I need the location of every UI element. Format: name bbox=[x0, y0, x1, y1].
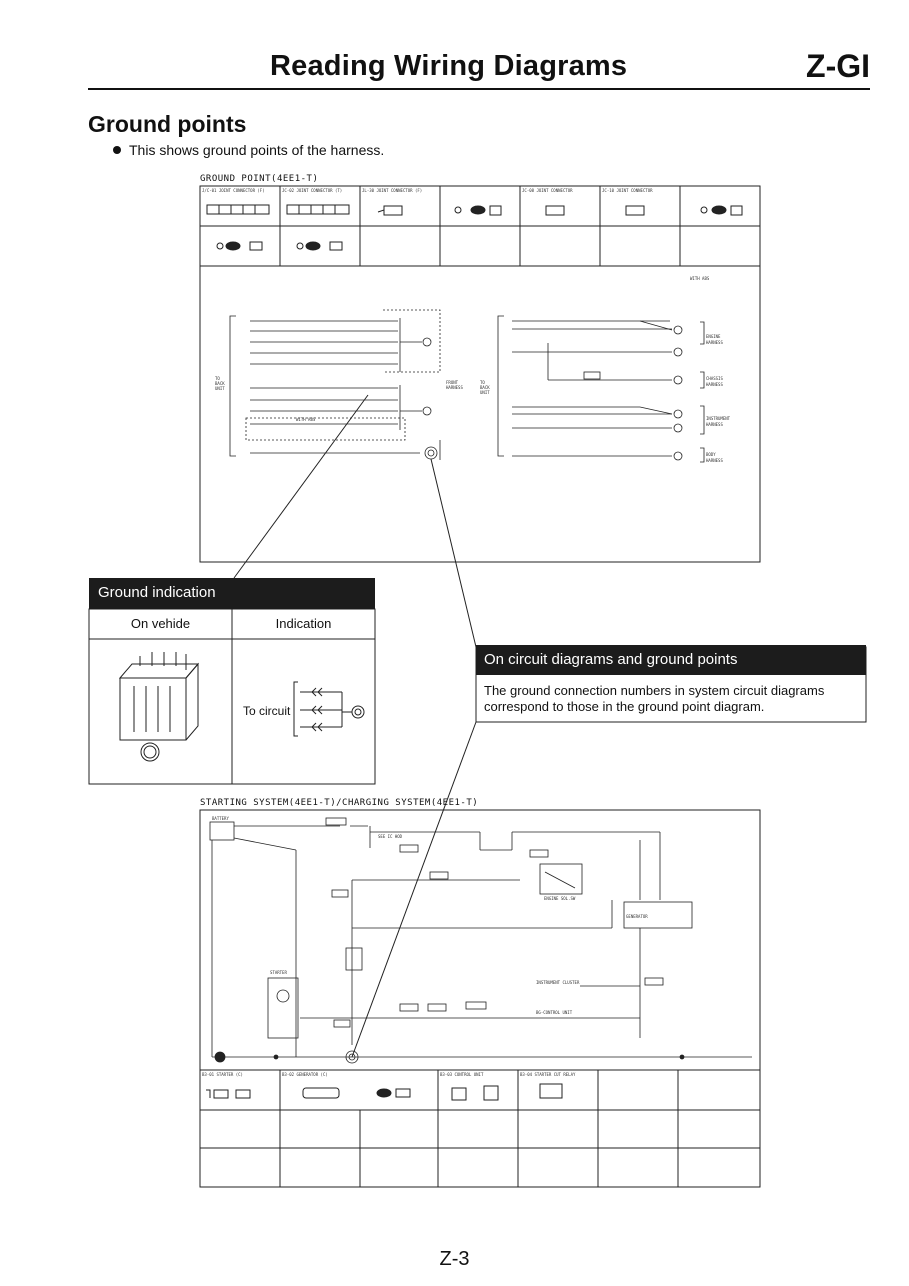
svg-text:B3-04 STARTER CUT RELAY: B3-04 STARTER CUT RELAY bbox=[520, 1072, 576, 1077]
svg-text:FRONT: FRONT bbox=[446, 380, 459, 385]
svg-text:BG-CONTROL UNIT: BG-CONTROL UNIT bbox=[536, 1010, 573, 1015]
svg-text:B3-02 GENERATOR (C): B3-02 GENERATOR (C) bbox=[282, 1072, 328, 1077]
svg-text:HARNESS: HARNESS bbox=[706, 382, 723, 387]
starting-system-diagram-frame bbox=[199, 809, 761, 1188]
svg-text:GENERATOR: GENERATOR bbox=[626, 914, 648, 919]
svg-text:UNIT: UNIT bbox=[215, 386, 225, 391]
svg-text:JC-08 JOINT CONNECTOR: JC-08 JOINT CONNECTOR bbox=[522, 188, 573, 193]
svg-text:BACK: BACK bbox=[480, 385, 490, 390]
section-heading: Ground points bbox=[88, 111, 247, 137]
svg-text:INSTRUMENT: INSTRUMENT bbox=[706, 416, 731, 421]
svg-text:TO: TO bbox=[480, 380, 485, 385]
svg-text:HARNESS: HARNESS bbox=[706, 422, 723, 427]
bullet-item: This shows ground points of the harness. bbox=[113, 142, 384, 158]
svg-text:JC-10 JOINT CONNECTOR: JC-10 JOINT CONNECTOR bbox=[602, 188, 653, 193]
svg-text:ENGINE SOL.SW: ENGINE SOL.SW bbox=[544, 896, 576, 901]
svg-text:HARNESS: HARNESS bbox=[446, 385, 463, 390]
svg-text:BATTERY: BATTERY bbox=[212, 816, 229, 821]
section-code: Z-GI bbox=[806, 48, 870, 84]
svg-text:TO: TO bbox=[215, 376, 220, 381]
starting-system-diagram-label: STARTING SYSTEM(4EE1-T)/CHARGING SYSTEM(… bbox=[200, 798, 479, 808]
svg-text:CHASSIS: CHASSIS bbox=[706, 376, 723, 381]
svg-text:B3-03 CONTROL UNIT: B3-03 CONTROL UNIT bbox=[440, 1072, 484, 1077]
col-on-vehicle: On vehide bbox=[130, 616, 191, 631]
bullet-text: This shows ground points of the harness. bbox=[129, 142, 385, 158]
col-indication: Indication bbox=[275, 616, 332, 631]
svg-text:HARNESS: HARNESS bbox=[706, 458, 723, 463]
svg-text:BODY: BODY bbox=[706, 452, 716, 457]
svg-text:ENGINE: ENGINE bbox=[706, 334, 721, 339]
ground-point-diagram-frame bbox=[199, 185, 761, 563]
svg-text:UNIT: UNIT bbox=[480, 390, 490, 395]
bullet-icon bbox=[113, 146, 121, 154]
svg-text:BACK: BACK bbox=[215, 381, 225, 386]
circuit-callout-title: On circuit diagrams and ground points bbox=[476, 645, 866, 675]
svg-text:SEE IC HOD: SEE IC HOD bbox=[378, 834, 403, 839]
svg-text:HARNESS: HARNESS bbox=[706, 340, 723, 345]
svg-text:JC-02 JOINT CONNECTOR (T): JC-02 JOINT CONNECTOR (T) bbox=[282, 188, 342, 193]
svg-text:INSTRUMENT CLUSTER: INSTRUMENT CLUSTER bbox=[536, 980, 580, 985]
page-number: Z-3 bbox=[439, 1248, 470, 1270]
svg-text:B3-01 STARTER (C): B3-01 STARTER (C) bbox=[202, 1072, 243, 1077]
ground-indication-symbol bbox=[293, 681, 365, 737]
to-circuit-label: To circuit bbox=[243, 704, 291, 718]
circuit-callout-text: The ground connection numbers in system … bbox=[484, 683, 825, 714]
page-title: Reading Wiring Diagrams bbox=[270, 50, 628, 82]
ground-indication-title: Ground indication bbox=[89, 578, 375, 609]
header-rule bbox=[88, 88, 870, 90]
ground-point-diagram-label: GROUND POINT(4EE1-T) bbox=[200, 174, 319, 184]
svg-text:WITH ABS: WITH ABS bbox=[690, 276, 710, 281]
ground-bolt-drawing bbox=[118, 652, 200, 762]
svg-text:J/C-01 JOINT CONNECTOR (F): J/C-01 JOINT CONNECTOR (F) bbox=[202, 188, 265, 193]
svg-text:JL-30 JOINT CONNECTOR (F): JL-30 JOINT CONNECTOR (F) bbox=[362, 188, 422, 193]
svg-text:STARTER: STARTER bbox=[270, 970, 287, 975]
svg-text:WITH ABS: WITH ABS bbox=[296, 417, 316, 422]
